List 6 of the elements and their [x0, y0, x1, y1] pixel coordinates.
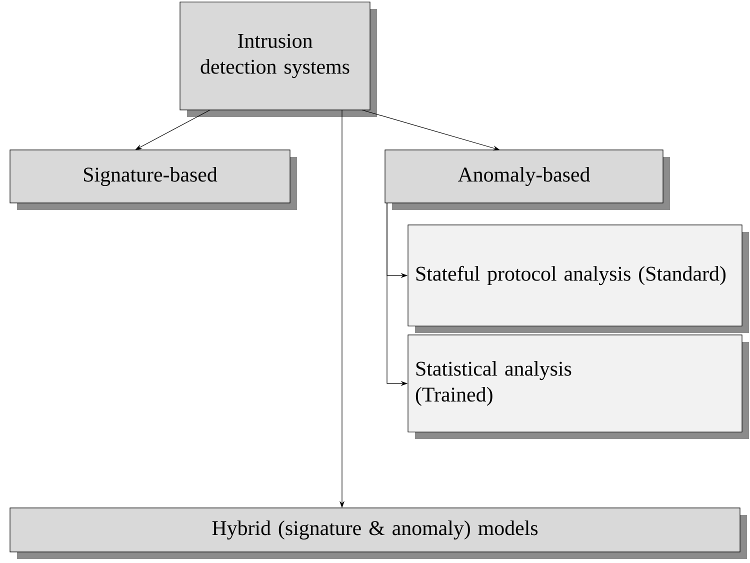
- box: Stateful protocol analysis (Standard): [408, 224, 749, 333]
- box: Statistical analysis (Trained): [408, 334, 749, 439]
- box: Signature-based: [10, 150, 297, 210]
- box: Intrusion detection systems: [180, 2, 377, 117]
- box: Hybrid (signature & anomaly) models: [10, 508, 747, 559]
- box: Anomaly-based: [384, 150, 670, 210]
